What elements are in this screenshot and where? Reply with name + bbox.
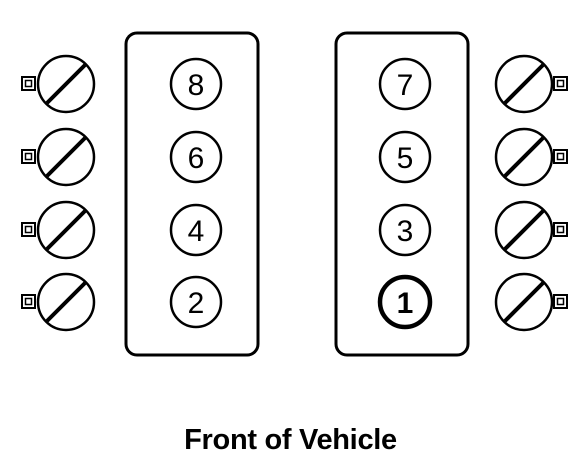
cylinder-circle	[169, 57, 223, 111]
cylinder-label: 4	[188, 215, 205, 248]
ignition-coil-icon	[494, 272, 568, 332]
cylinder-label: 8	[188, 69, 205, 102]
left-bank-block	[124, 31, 260, 357]
cylinder-3: 3	[378, 203, 432, 257]
cylinder-circle	[378, 203, 432, 257]
cylinder-4: 4	[169, 203, 223, 257]
ignition-coil-icon	[21, 200, 96, 260]
cylinder-label: 5	[397, 142, 414, 175]
cylinder-label: 6	[188, 142, 205, 175]
ignition-coil-icon	[21, 54, 96, 114]
cylinder-label: 7	[397, 69, 414, 102]
cylinder-circle	[169, 130, 223, 184]
ignition-coil-icon	[494, 127, 568, 187]
left-bank-cylinders: 8 6 4 2	[169, 57, 223, 329]
left-coils	[21, 54, 96, 332]
cylinder-7: 7	[378, 57, 432, 111]
front-of-vehicle-label: Front of Vehicle	[184, 424, 397, 456]
cylinder-circle	[378, 130, 432, 184]
cylinder-label: 1	[397, 287, 414, 320]
cylinder-8: 8	[169, 57, 223, 111]
ignition-coil-icon	[494, 200, 568, 260]
cylinder-5: 5	[378, 130, 432, 184]
cylinder-circle	[169, 203, 223, 257]
cylinder-2: 2	[169, 275, 223, 329]
cylinder-circle	[378, 57, 432, 111]
cylinder-circle	[169, 275, 223, 329]
ignition-coil-icon	[494, 54, 568, 114]
ignition-coil-icon	[21, 272, 96, 332]
cylinder-label: 3	[397, 215, 414, 248]
right-bank-block	[334, 31, 470, 357]
right-coils	[494, 54, 568, 332]
ignition-coil-icon	[21, 127, 96, 187]
right-bank-cylinders: 7 5 3 1	[377, 57, 433, 330]
cylinder-circle-emphasized	[377, 274, 433, 330]
cylinder-label: 2	[188, 287, 205, 320]
cylinder-6: 6	[169, 130, 223, 184]
cylinder-1: 1	[377, 274, 433, 330]
